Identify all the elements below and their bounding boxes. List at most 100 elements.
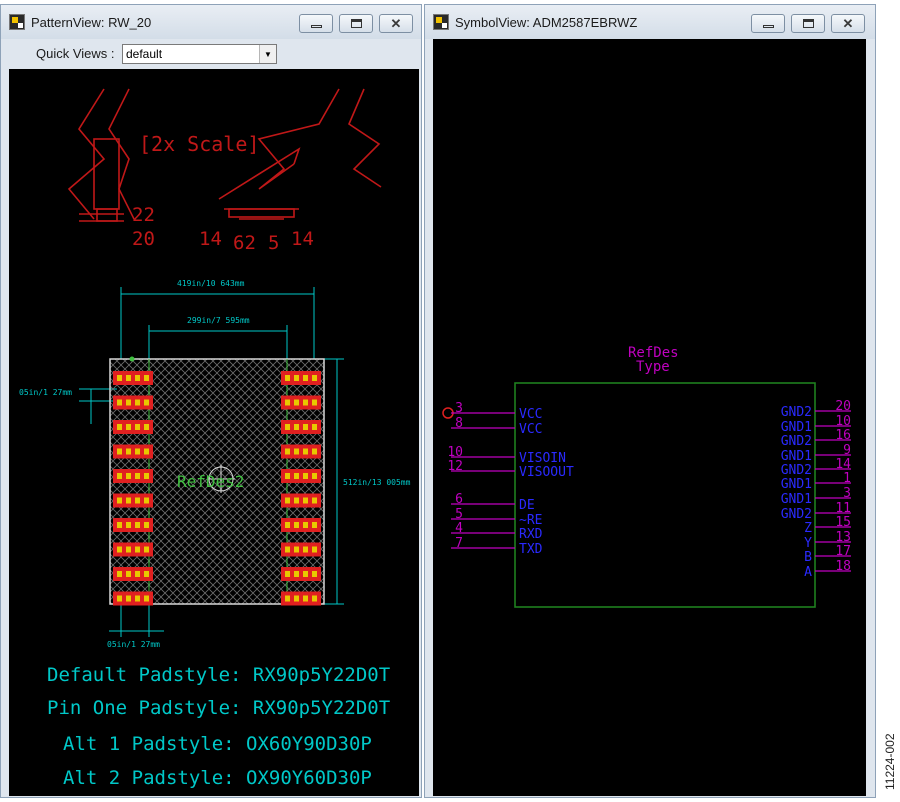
pin-number: 20 [835,399,851,414]
dim-right-label-4: 14 [291,228,314,250]
dim-height: 512in/13 005mm [343,478,411,487]
symbol-pin-right: 17 B [804,544,851,565]
padstyle-alt-1: Alt 1 Padstyle: OX60Y90D30P [63,733,372,755]
minimize-icon [310,24,322,28]
pin-number: 1 [843,471,851,486]
symbol-pin-right: 13Y [804,530,851,551]
pin-name: Z [804,521,812,536]
symbol-pin-left: 12 VISOOUT [447,459,574,480]
pin-number: 10 [835,414,851,429]
pattern-canvas[interactable]: [2x Scale] 22 20 14 62 5 14 [9,69,419,796]
symbol-body [514,382,816,608]
symbol-view-titlebar[interactable]: SymbolView: ADM2587EBRWZ ✕ [425,5,875,39]
padstyle-pin-one: Pin One Padstyle: RX90p5Y22D0T [47,697,390,719]
pin-name: TXD [519,542,543,557]
pin-name: GND2 [781,463,812,478]
symbol-pin-right: 14 GND2 [781,457,851,478]
pin-number: 15 [835,515,851,530]
pin-number: 6 [455,492,463,507]
symbol-pin-left: 5 ~RE [451,507,542,528]
close-icon: ✕ [842,16,854,31]
pads [113,371,321,606]
pin-number: 11 [835,501,851,516]
minimize-button[interactable] [751,14,785,33]
symbol-pin-right: 20 GND2 [781,399,851,420]
pad-left [113,567,153,581]
pad-right [281,420,321,434]
pin-number: 4 [455,521,463,536]
pad-right [281,518,321,532]
dim-inner-width: 299in/7 595mm [187,316,250,325]
maximize-icon [802,19,814,28]
pin-name: VISOIN [519,451,566,466]
symbol-pin-left: 4 RXD [451,521,543,542]
dim-pitch-bottom: 05in/1 27mm [107,640,160,649]
app-icon [9,14,25,30]
pin-name: RXD [519,527,543,542]
pin-number: 5 [455,507,463,522]
pin-name: GND1 [781,477,812,492]
maximize-button[interactable] [339,14,373,33]
pad-left [113,420,153,434]
pad-left [113,518,153,532]
pattern-view-titlebar[interactable]: PatternView: RW_20 ✕ [1,5,421,39]
pin-name: GND2 [781,434,812,449]
pin-number: 10 [447,445,463,460]
detail-views [67,88,382,222]
dim-right-label-2: 62 [233,232,256,254]
symbol-pin-right: 18 A [804,559,851,580]
quick-views-value: default [126,47,163,61]
pattern-refdes: RefDes2 [177,472,244,491]
pin-name: GND1 [781,492,812,507]
pin-name: VCC [519,422,542,437]
close-button[interactable]: ✕ [831,14,865,33]
app-icon [433,14,449,30]
pad-left [113,371,153,385]
pattern-view-title: PatternView: RW_20 [31,15,152,30]
close-button[interactable]: ✕ [379,14,413,33]
pin-name: ~RE [519,513,542,528]
quick-views-bar: Quick Views : default ▼ [1,39,421,69]
symbol-pin-right: 10 GND1 [781,414,851,435]
quick-views-label: Quick Views : [36,46,115,61]
minimize-button[interactable] [299,14,333,33]
pin-name: Y [804,536,812,551]
footprint-drawing: [2x Scale] 22 20 14 62 5 14 [19,88,411,789]
pin-name: VISOOUT [519,465,574,480]
pin-number: 9 [843,443,851,458]
pad-left [113,395,153,410]
pin-name: GND1 [781,420,812,435]
padstyle-legend: Default Padstyle: RX90p5Y22D0T Pin One P… [47,664,390,789]
chevron-down-icon[interactable]: ▼ [259,45,276,63]
symbol-pin-left: 10 VISOIN [447,445,566,466]
pad-right [281,591,321,606]
pin-number: 7 [455,536,463,551]
pin-name: DE [519,498,535,513]
pad-right [281,444,321,459]
maximize-button[interactable] [791,14,825,33]
pin-number: 17 [835,544,851,559]
pin-number: 18 [835,559,851,574]
pad-left [113,542,153,557]
symbol-pin-left: 7 TXD [451,536,543,557]
pad-right [281,493,321,508]
pin-name: A [804,565,812,580]
dim-left-bottom: 20 [132,228,155,250]
quick-views-select[interactable]: default ▼ [122,44,277,64]
pin-number: 14 [835,457,851,472]
pin-name: GND2 [781,405,812,420]
pin-name: B [804,550,812,565]
pin-number: 12 [447,459,463,474]
pad-left [113,444,153,459]
dim-pitch-side: 05in/1 27mm [19,388,72,397]
pad-right [281,567,321,581]
